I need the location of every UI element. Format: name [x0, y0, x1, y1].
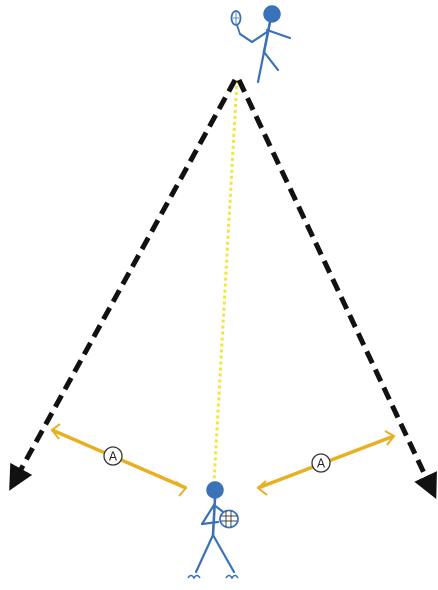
- opponent-racket-icon: [232, 11, 241, 34]
- ball-path-center: [214, 80, 237, 482]
- player-icon: [188, 482, 238, 578]
- svg-text:A: A: [109, 450, 118, 464]
- opponent-player-icon: [232, 6, 291, 82]
- right-distance-label: A: [312, 454, 330, 472]
- svg-text:A: A: [317, 457, 326, 471]
- left-distance-label: A: [104, 447, 122, 465]
- shot-path-right-arrow: [239, 80, 432, 490]
- player-racket-icon: [220, 511, 238, 528]
- shot-path-left-arrow: [14, 80, 235, 482]
